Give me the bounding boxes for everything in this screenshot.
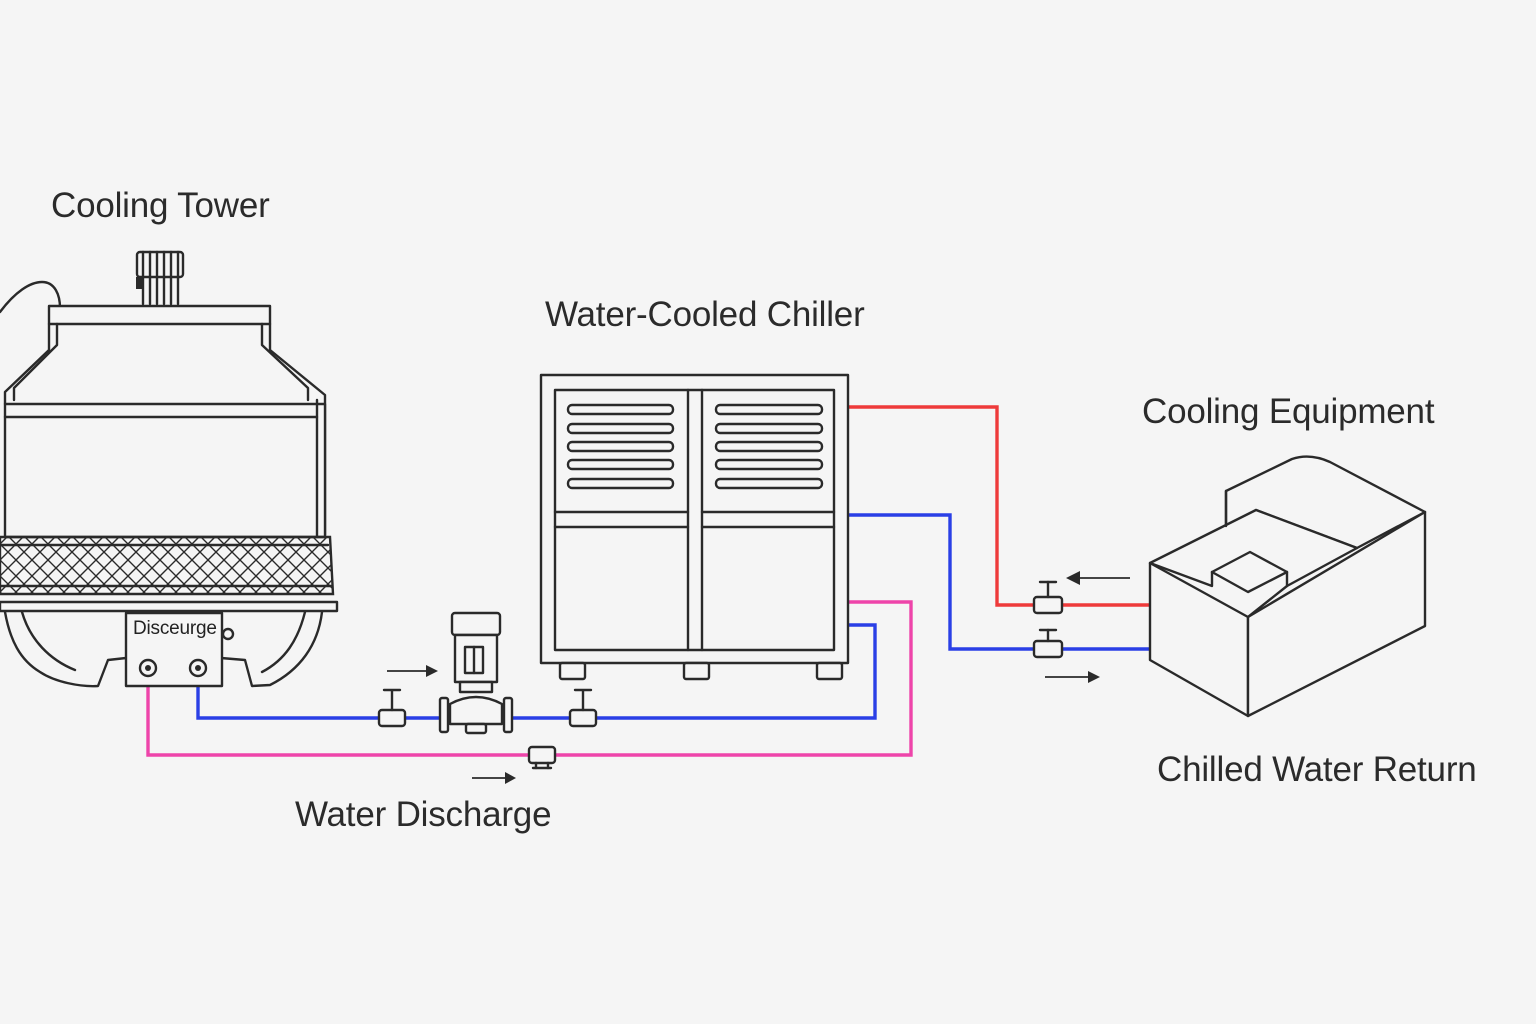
water-cooled-chiller bbox=[539, 373, 850, 681]
flow-arrow-pump-inlet bbox=[387, 665, 438, 677]
chiller-foot bbox=[815, 661, 844, 681]
flow-arrow-discharge bbox=[472, 772, 516, 784]
chiller-vent-left bbox=[566, 403, 675, 490]
chiller-foot bbox=[558, 661, 587, 681]
chiller-label: Water-Cooled Chiller bbox=[545, 295, 865, 334]
circulation-pump bbox=[438, 611, 514, 735]
tower-basin-ledge bbox=[0, 600, 339, 613]
equipment-side bbox=[1246, 510, 1427, 718]
chiller-cabinet bbox=[539, 373, 850, 665]
valve-chilled-water bbox=[1032, 628, 1064, 659]
cooling-tower bbox=[0, 250, 339, 688]
condenser-return-pipe bbox=[146, 600, 913, 757]
chiller-vent-right bbox=[714, 403, 824, 490]
condenser-supply-pipe bbox=[196, 623, 877, 720]
chilled-water-return-label: Chilled Water Return bbox=[1157, 750, 1477, 789]
flow-arrow-return-left bbox=[1066, 571, 1130, 585]
valve-hot-supply bbox=[1032, 580, 1064, 615]
tower-fill-mesh bbox=[0, 535, 335, 596]
flow-arrow-supply-right bbox=[1045, 671, 1100, 683]
cooling-equipment-label: Cooling Equipment bbox=[1142, 392, 1435, 431]
tower-outlet-box bbox=[124, 611, 235, 688]
tower-fan-motor bbox=[135, 250, 185, 306]
chiller-foot bbox=[682, 661, 711, 681]
water-discharge-label: Water Discharge bbox=[295, 795, 552, 834]
equipment-front bbox=[1148, 561, 1250, 718]
tower-cable bbox=[0, 280, 62, 314]
tower-basin-right bbox=[219, 610, 324, 688]
cooling-tower-label: Cooling Tower bbox=[51, 186, 270, 225]
cooling-equipment-unit bbox=[1148, 455, 1427, 718]
valve-pump-inlet bbox=[377, 688, 407, 728]
tower-body bbox=[3, 402, 327, 539]
valve-discharge-line bbox=[527, 745, 557, 770]
tower-top-rim bbox=[47, 304, 272, 326]
valve-pump-outlet bbox=[568, 688, 598, 728]
tower-plate-label: Disceurge bbox=[133, 618, 217, 639]
chilled-water-pipe bbox=[848, 513, 1150, 651]
hot-supply-pipe bbox=[848, 405, 1150, 607]
tower-basin-left bbox=[3, 610, 128, 688]
